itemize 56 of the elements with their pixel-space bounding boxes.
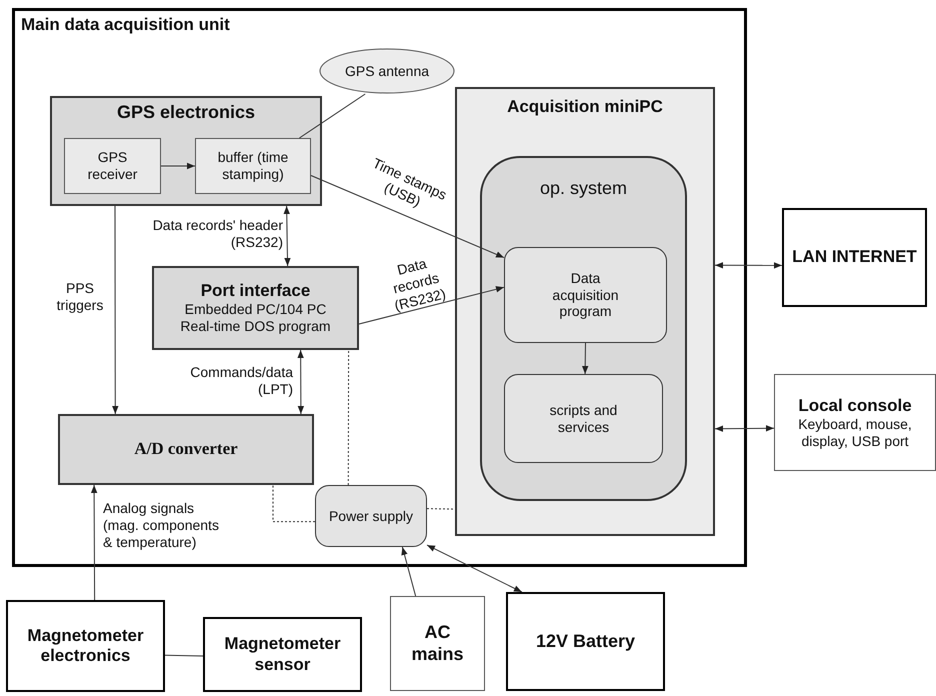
box-label: scripts and services <box>548 402 618 436</box>
console-box <box>774 374 936 471</box>
box-text: Embedded PC/104 PC <box>184 301 326 318</box>
box-label: 12V Battery <box>536 630 636 652</box>
port-interface-box <box>152 266 359 350</box>
box-title: A/D converter <box>134 439 238 460</box>
box-title: Local console <box>798 396 912 416</box>
arrow <box>310 175 504 258</box>
arrow <box>426 544 522 592</box>
arrow <box>714 262 782 269</box>
power-line <box>426 508 456 510</box>
connector-line <box>298 94 366 138</box>
box-label: Data acquisition program <box>551 270 620 320</box>
power-line <box>272 484 316 522</box>
panel-title: Acquisition miniPC <box>507 97 663 118</box>
arrow <box>582 342 588 374</box>
arrow <box>284 206 291 266</box>
box-label: Magnetometer electronics <box>26 626 145 666</box>
edge-label: Data records (RS232) <box>390 254 448 316</box>
mains-box <box>390 596 485 691</box>
box-label: LAN INTERNET <box>792 247 917 268</box>
arrow <box>358 286 504 324</box>
arrow <box>297 350 304 414</box>
box-label: AC mains <box>410 622 465 666</box>
box-label: Power supply <box>328 508 414 524</box>
antenna-ellipse <box>319 48 455 94</box>
converter-box <box>58 414 314 485</box>
arrow <box>714 425 774 432</box>
buffer-box <box>195 138 311 194</box>
program-box <box>504 247 667 343</box>
scripts-box <box>504 374 663 463</box>
receiver-box <box>64 138 161 194</box>
box-label: Magnetometer sensor <box>223 634 342 675</box>
arrow <box>401 546 416 596</box>
panel-title: op. system <box>540 178 628 200</box>
network-box <box>782 208 927 307</box>
arrow <box>112 206 118 414</box>
os-panel <box>480 156 687 501</box>
box-label: buffer (time stamping) <box>216 149 290 183</box>
power-supply-box <box>315 485 427 547</box>
box-title: Port interface <box>200 281 310 302</box>
box-text: Real-time DOS program <box>180 318 331 335</box>
box-text: Keyboard, mouse, display, USB port <box>797 416 913 450</box>
box-title: GPS electronics <box>116 102 256 124</box>
box-label: GPS receiver <box>86 149 138 183</box>
unit-title: Main data acquisition unit <box>21 15 230 36</box>
power-line <box>348 350 350 486</box>
arrow <box>90 484 98 600</box>
battery-box <box>506 592 665 691</box>
connector-line <box>164 654 204 656</box>
antenna-label: GPS antenna <box>344 62 430 80</box>
minipc-panel <box>455 87 715 536</box>
arrow <box>160 162 196 170</box>
sensor-box <box>203 617 362 692</box>
gps-electronics-box <box>50 96 322 206</box>
electronics-box <box>6 600 165 692</box>
